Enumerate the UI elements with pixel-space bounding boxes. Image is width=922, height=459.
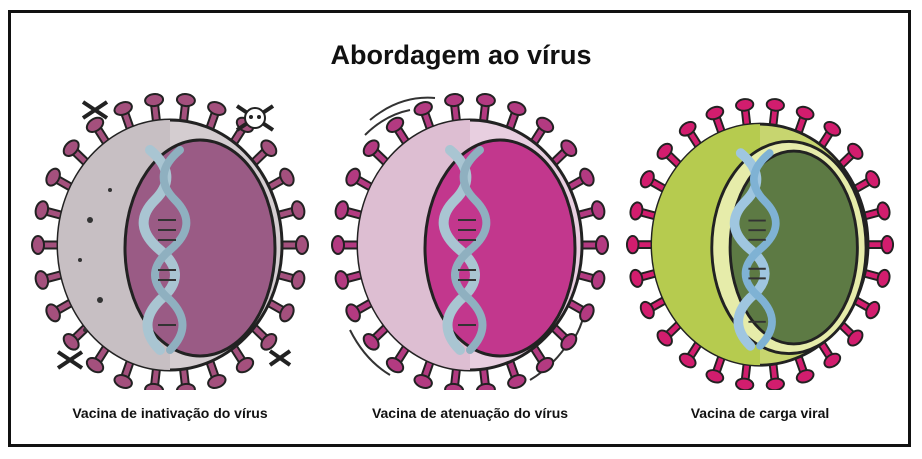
spike-head <box>735 98 754 112</box>
spike-head <box>144 383 163 390</box>
spike-head <box>144 93 163 107</box>
spike-head <box>113 100 134 118</box>
virus-viral-load-illustration <box>625 80 895 390</box>
spike-head <box>705 368 725 385</box>
caption-attenuated: Vacina de atenuação do vírus <box>330 405 610 421</box>
spike-head <box>206 373 227 390</box>
spike-head <box>444 383 463 390</box>
spike-head <box>629 269 644 289</box>
virus-attenuated-illustration <box>330 80 610 390</box>
spike-head <box>735 378 754 390</box>
spike-head <box>590 200 606 220</box>
spike-head <box>332 236 344 254</box>
diagram-title: Abordagem ao vírus <box>0 40 922 71</box>
spike-head <box>444 93 463 107</box>
spike-head <box>413 373 434 390</box>
caption-inactivated: Vacina de inativação do vírus <box>30 405 310 421</box>
spike-head <box>176 93 195 107</box>
caption-viral-load: Vacina de carga viral <box>625 405 895 421</box>
spike-head <box>766 98 785 112</box>
spike-head <box>627 236 639 253</box>
crossbones-icon <box>270 351 290 365</box>
spike-head <box>629 201 644 221</box>
spike-head <box>506 373 527 390</box>
crossbones-icon <box>83 102 107 118</box>
spike-head <box>596 236 608 254</box>
spike-head <box>766 378 785 390</box>
spike-head <box>476 93 495 107</box>
spike-head <box>334 200 350 220</box>
spike-head <box>296 236 308 254</box>
spike-head <box>206 100 227 118</box>
spike-head <box>876 269 891 289</box>
spike-head <box>795 368 815 385</box>
spike-head <box>882 236 894 253</box>
spike-head <box>705 105 725 122</box>
spike-head <box>795 105 815 122</box>
spike-head <box>176 383 195 390</box>
spike-head <box>476 383 495 390</box>
spike-head <box>34 270 50 290</box>
spike-head <box>290 200 306 220</box>
spike-head <box>590 270 606 290</box>
spike-head <box>34 200 50 220</box>
spike-head <box>290 270 306 290</box>
crossbones-icon <box>58 352 82 368</box>
spike-head <box>413 100 434 118</box>
spike-head <box>876 201 891 221</box>
virus-inactivated-illustration <box>30 80 310 390</box>
spike-head <box>506 100 527 118</box>
spike-head <box>113 373 134 390</box>
spike-head <box>334 270 350 290</box>
spike-head <box>32 236 44 254</box>
